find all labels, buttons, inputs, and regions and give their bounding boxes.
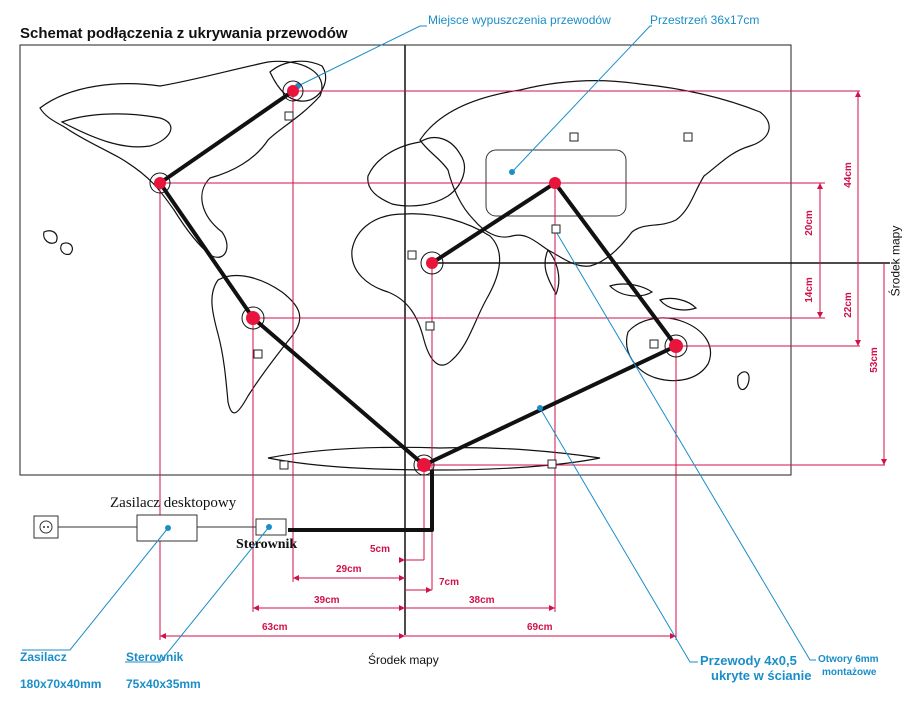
continent-antarctica bbox=[267, 446, 601, 471]
callout-cable-outlet: Miejsce wypuszczenia przewodów bbox=[428, 13, 611, 27]
mounting-hole-icons bbox=[253, 111, 693, 470]
node-north-america bbox=[154, 177, 166, 189]
map-center-side-label: Środek mapy bbox=[888, 225, 903, 297]
dim-7cm: 7cm bbox=[439, 577, 460, 588]
node-asia bbox=[549, 177, 561, 189]
node-australia bbox=[669, 339, 683, 353]
dim-20cm: 20cm bbox=[803, 210, 815, 236]
dim-14cm: 14cm bbox=[803, 277, 815, 303]
callout-wires-line2: ukryte w ścianie bbox=[711, 668, 812, 683]
dim-38cm: 38cm bbox=[469, 595, 495, 606]
dim-69cm: 69cm bbox=[527, 622, 553, 633]
callout-holes: Otwory 6mm bbox=[818, 654, 879, 665]
page-title: Schemat podłączenia z ukrywania przewodó… bbox=[20, 25, 348, 42]
psu-box-label: Zasilacz desktopowy bbox=[110, 495, 237, 511]
callout-holes-line2: montażowe bbox=[822, 667, 877, 678]
callout-psu-dims: 180x70x40mm bbox=[20, 677, 102, 691]
connection-nodes bbox=[154, 85, 683, 472]
outlet-box bbox=[33, 515, 59, 539]
dimension-lines bbox=[159, 90, 885, 640]
callout-psu: Zasilacz bbox=[20, 650, 67, 664]
controller-box-label: Sterownik bbox=[236, 537, 298, 552]
dim-29cm: 29cm bbox=[336, 564, 362, 575]
dim-63cm: 63cm bbox=[262, 622, 288, 633]
callout-controller: Sterownik bbox=[126, 650, 184, 664]
continent-south-america bbox=[211, 274, 301, 414]
node-africa bbox=[426, 257, 438, 269]
dim-39cm: 39cm bbox=[314, 595, 340, 606]
node-antarctica bbox=[417, 458, 431, 472]
continent-europe bbox=[367, 137, 465, 207]
callout-dots bbox=[165, 83, 543, 531]
dim-5cm: 5cm bbox=[370, 544, 391, 555]
dimension-arrows bbox=[160, 91, 887, 639]
world-map-outline bbox=[39, 60, 770, 471]
callout-space: Przestrzeń 36x17cm bbox=[650, 13, 760, 27]
continent-greenland bbox=[269, 60, 327, 102]
continent-africa bbox=[351, 213, 501, 366]
callout-controller-dims: 75x40x35mm bbox=[126, 677, 201, 691]
continent-north-america bbox=[39, 60, 323, 258]
dim-22cm: 22cm bbox=[842, 292, 854, 318]
map-center-bottom-label: Środek mapy bbox=[368, 653, 439, 667]
dim-44cm: 44cm bbox=[842, 162, 854, 188]
node-greenland bbox=[287, 85, 299, 97]
wiring bbox=[158, 89, 678, 532]
dim-53cm: 53cm bbox=[868, 347, 880, 373]
callout-leaders bbox=[22, 25, 816, 663]
callout-wires: Przewody 4x0,5 bbox=[700, 653, 797, 668]
node-south-america bbox=[246, 311, 260, 325]
